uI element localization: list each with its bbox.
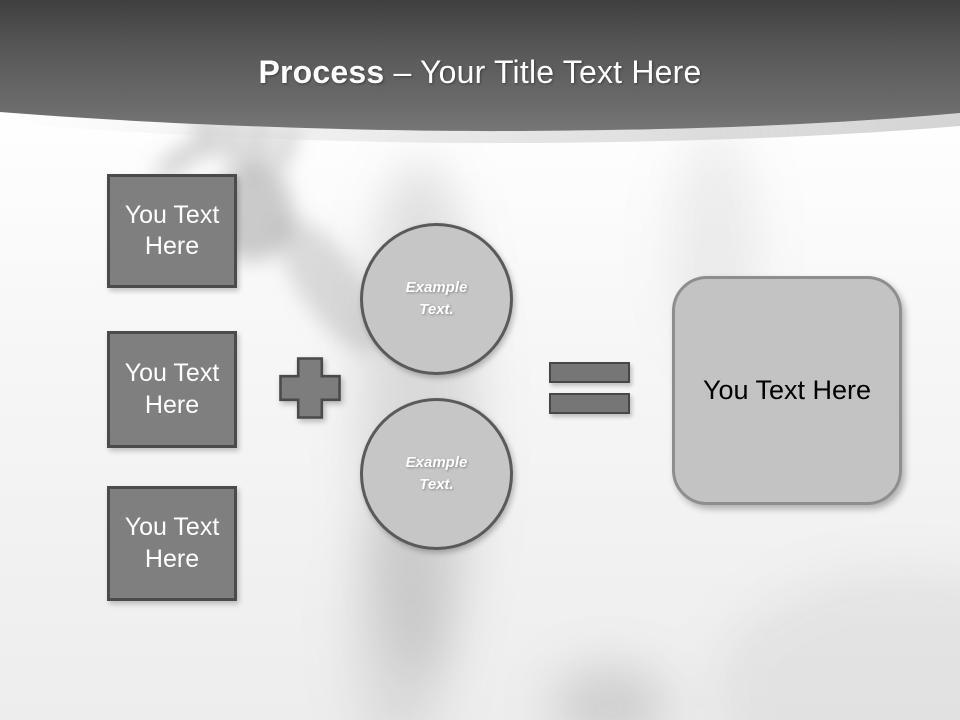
result-box[interactable]: You Text Here bbox=[672, 276, 902, 505]
example-circle-1[interactable]: Example Text. bbox=[360, 223, 513, 375]
slide-title-subtitle: – Your Title Text Here bbox=[384, 54, 702, 90]
example-circle-2[interactable]: Example Text. bbox=[360, 398, 513, 550]
equals-bar-top bbox=[549, 362, 630, 383]
example-circle-1-label: Example Text. bbox=[405, 278, 468, 319]
header-wave-shape bbox=[0, 0, 960, 132]
input-box-3[interactable]: You Text Here bbox=[107, 486, 237, 601]
slide-title[interactable]: Process – Your Title Text Here bbox=[0, 52, 960, 92]
input-box-1-label: You Text Here bbox=[124, 200, 220, 260]
input-box-2-label: You Text Here bbox=[124, 359, 220, 419]
equals-bar-bottom bbox=[549, 393, 630, 414]
input-box-3-label: You Text Here bbox=[124, 513, 220, 573]
slide-title-keyword: Process bbox=[258, 54, 385, 90]
plus-icon bbox=[279, 357, 341, 419]
example-circle-2-label: Example Text. bbox=[405, 453, 468, 494]
input-box-1[interactable]: You Text Here bbox=[107, 174, 237, 288]
equals-icon bbox=[549, 362, 630, 414]
result-box-label: You Text Here bbox=[702, 375, 872, 405]
input-box-2[interactable]: You Text Here bbox=[107, 331, 237, 448]
